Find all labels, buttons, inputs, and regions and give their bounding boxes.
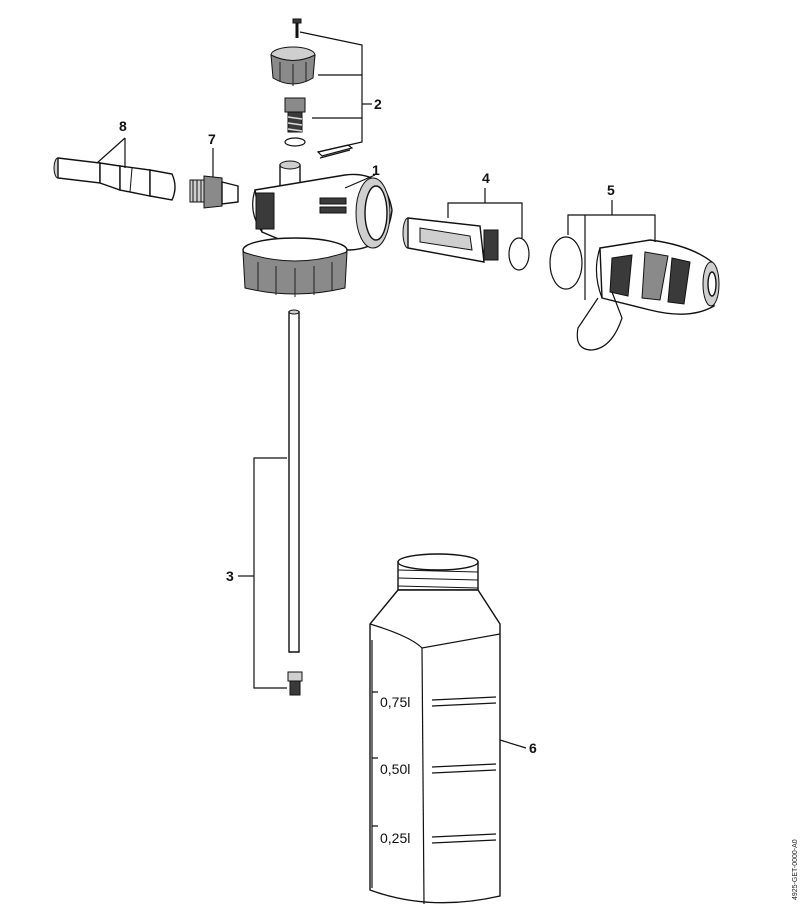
scale-mark-025: 0,25l xyxy=(380,830,410,846)
callout-4: 4 xyxy=(482,170,490,186)
callout-7: 7 xyxy=(208,131,216,147)
part-5-nozzle xyxy=(549,200,720,351)
tube-filter-tip xyxy=(287,671,303,696)
callout-8: 8 xyxy=(119,118,127,134)
part-4-filter-insert xyxy=(402,188,530,271)
part-1-main-body xyxy=(242,160,393,297)
callout-2: 2 xyxy=(374,96,382,112)
scale-mark-075: 0,75l xyxy=(380,694,410,710)
screw xyxy=(292,18,302,38)
callout-1: 1 xyxy=(372,162,380,178)
scale-mark-050: 0,50l xyxy=(380,761,410,777)
part-3-suction-tube xyxy=(238,309,303,696)
callout-3: 3 xyxy=(226,568,234,584)
callout-5: 5 xyxy=(607,182,615,198)
wire-clip xyxy=(576,291,623,351)
clip xyxy=(316,144,354,159)
bottle-collar-nut xyxy=(242,237,348,297)
drawing-code: 4925-GET-0000-A0 xyxy=(792,839,799,900)
part-2-cap-assembly xyxy=(270,18,372,159)
o-ring-small xyxy=(284,137,306,147)
part-7-adapter xyxy=(189,148,239,209)
part-6-bottle: 0,75l 0,50l 0,25l xyxy=(369,553,527,905)
cap xyxy=(270,46,316,86)
spring-insert xyxy=(284,97,306,133)
part-8-connector xyxy=(53,137,176,201)
callout-6: 6 xyxy=(529,740,537,756)
